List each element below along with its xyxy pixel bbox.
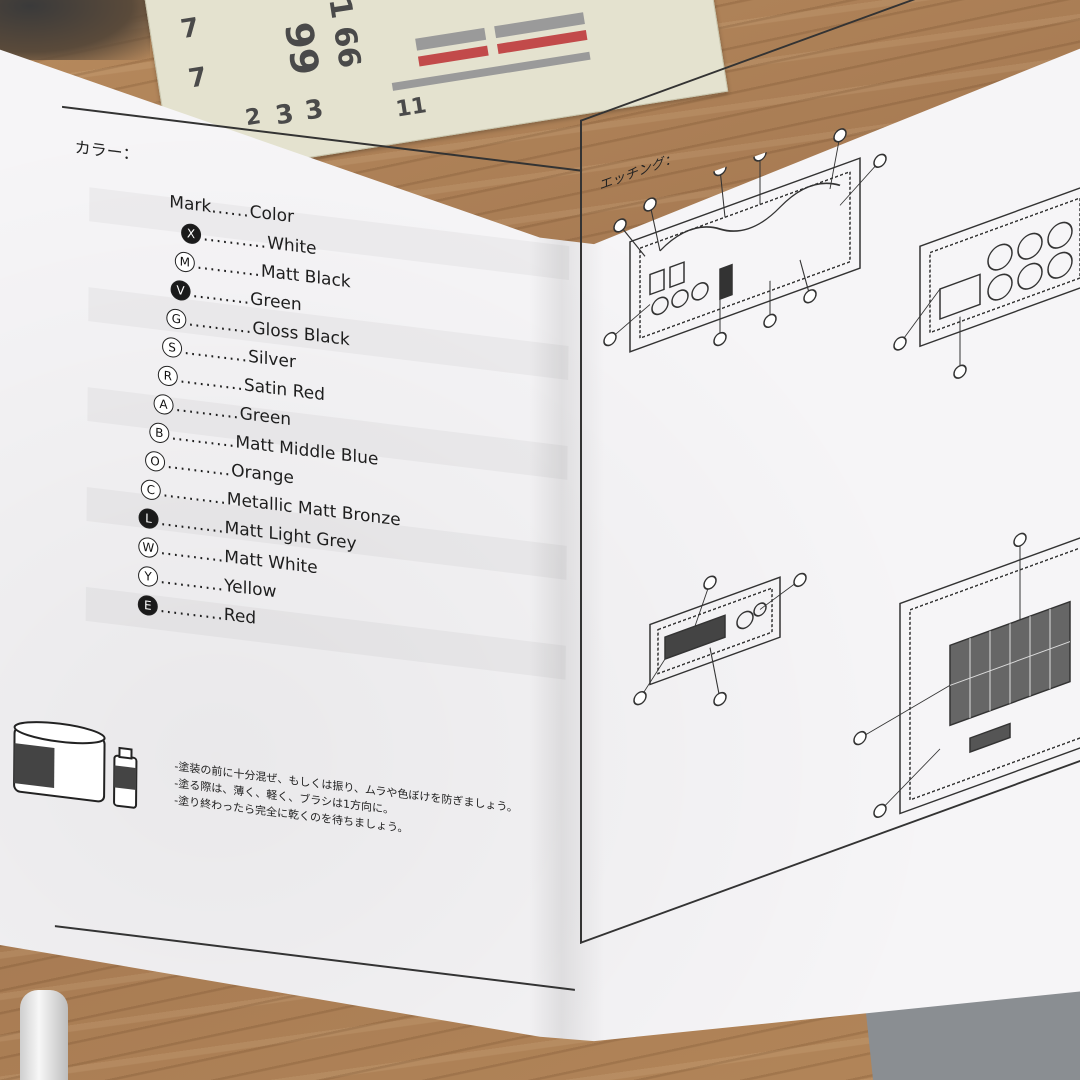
decal-number: 99 xyxy=(275,19,328,79)
leader-dots: .......... xyxy=(203,224,268,253)
color-mark-badge: S xyxy=(161,335,183,359)
color-mark-badge: M xyxy=(174,250,195,273)
decal-number: 2 xyxy=(243,104,263,132)
color-mark-badge: V xyxy=(170,278,191,302)
mark-header: Mark xyxy=(169,191,212,217)
decal-number: 7 xyxy=(178,12,202,46)
etching-fret-4 xyxy=(853,529,1080,818)
etching-parts-page: エッチング： xyxy=(580,0,1080,980)
leader-dots: .......... xyxy=(179,366,244,395)
etching-fret-2 xyxy=(893,183,1080,379)
leader-dots: .......... xyxy=(196,252,261,281)
dark-object-corner xyxy=(0,0,150,60)
leader-dots: ...... xyxy=(211,196,250,222)
leader-dots: .......... xyxy=(159,596,224,625)
color-name: Green xyxy=(250,288,302,315)
color-name: Yellow xyxy=(224,575,277,602)
decal-number: 11 xyxy=(394,93,429,123)
color-mark-badge: C xyxy=(140,478,161,501)
decal-number: 7 xyxy=(186,62,209,95)
leader-dots: .......... xyxy=(183,338,249,367)
leader-dots: ......... xyxy=(192,281,251,309)
color-mark-badge: L xyxy=(138,506,159,530)
color-mark-badge: Y xyxy=(137,564,159,588)
color-name: Silver xyxy=(248,346,296,373)
leader-dots: .......... xyxy=(160,538,225,567)
color-mark-badge: R xyxy=(157,364,178,387)
leader-dots: .......... xyxy=(166,452,232,481)
color-mark-badge: E xyxy=(137,593,158,617)
decal-number: 66 xyxy=(325,23,368,71)
color-mark-badge: W xyxy=(138,535,159,559)
color-mark-badge: A xyxy=(153,392,174,416)
decal-number: 01 xyxy=(318,0,359,21)
color-header: Color xyxy=(249,201,295,227)
etching-fret-3 xyxy=(633,572,807,707)
etching-diagrams xyxy=(603,128,1080,818)
color-mark-badge: G xyxy=(166,307,187,330)
leader-dots: .......... xyxy=(160,509,225,538)
color-name: Red xyxy=(223,604,257,629)
color-name: White xyxy=(267,232,317,259)
decal-number: 3 xyxy=(302,94,326,127)
leader-dots: .......... xyxy=(171,423,236,452)
color-mark-badge: X xyxy=(181,222,202,245)
leader-dots: .......... xyxy=(159,567,225,596)
paint-can-illustration xyxy=(13,721,138,809)
color-mark-badge: O xyxy=(144,449,166,473)
color-name: Green xyxy=(239,403,292,430)
decal-number: 3 xyxy=(273,98,296,132)
leader-dots: .......... xyxy=(162,480,227,509)
color-mark-badge: B xyxy=(149,421,170,444)
leader-dots: .......... xyxy=(188,309,253,338)
leader-dots: .......... xyxy=(175,395,240,424)
paint-bottle xyxy=(20,990,68,1080)
color-name: Orange xyxy=(231,460,295,488)
